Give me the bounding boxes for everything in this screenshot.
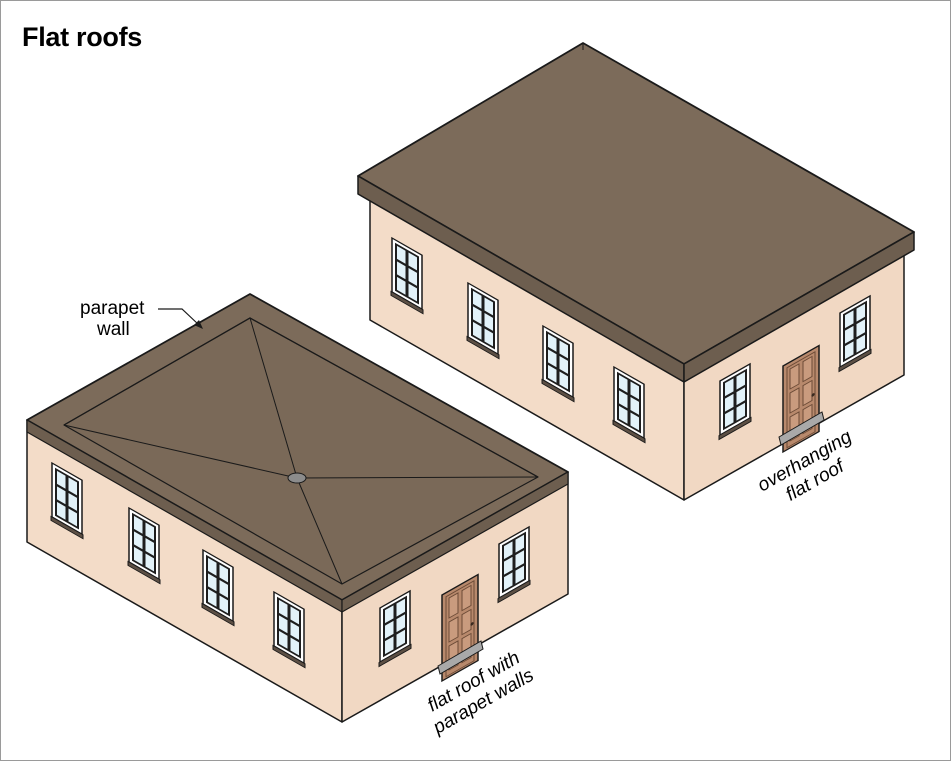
parapet-wall-callout: parapet wall bbox=[80, 298, 203, 340]
roof-ridge-line bbox=[296, 476, 539, 479]
parapet-roof-building bbox=[26, 293, 569, 723]
overhanging-roof-building bbox=[357, 42, 915, 501]
callout-leader-line bbox=[158, 308, 200, 326]
roof-fascia-right bbox=[683, 231, 915, 383]
parapet-wall-front-right bbox=[341, 471, 569, 613]
roof-drain bbox=[287, 472, 307, 484]
diagram-title: Flat roofs bbox=[22, 22, 143, 52]
roof-ridge-line bbox=[296, 477, 343, 585]
roof-ridge-line bbox=[249, 317, 298, 479]
door-step bbox=[778, 411, 825, 446]
parapet-label-line2: wall bbox=[96, 319, 130, 340]
door-step bbox=[437, 640, 484, 675]
callout-arrowhead bbox=[194, 320, 203, 329]
roof-ridge-line bbox=[63, 424, 298, 479]
parapet-label-line1: parapet bbox=[80, 298, 145, 319]
